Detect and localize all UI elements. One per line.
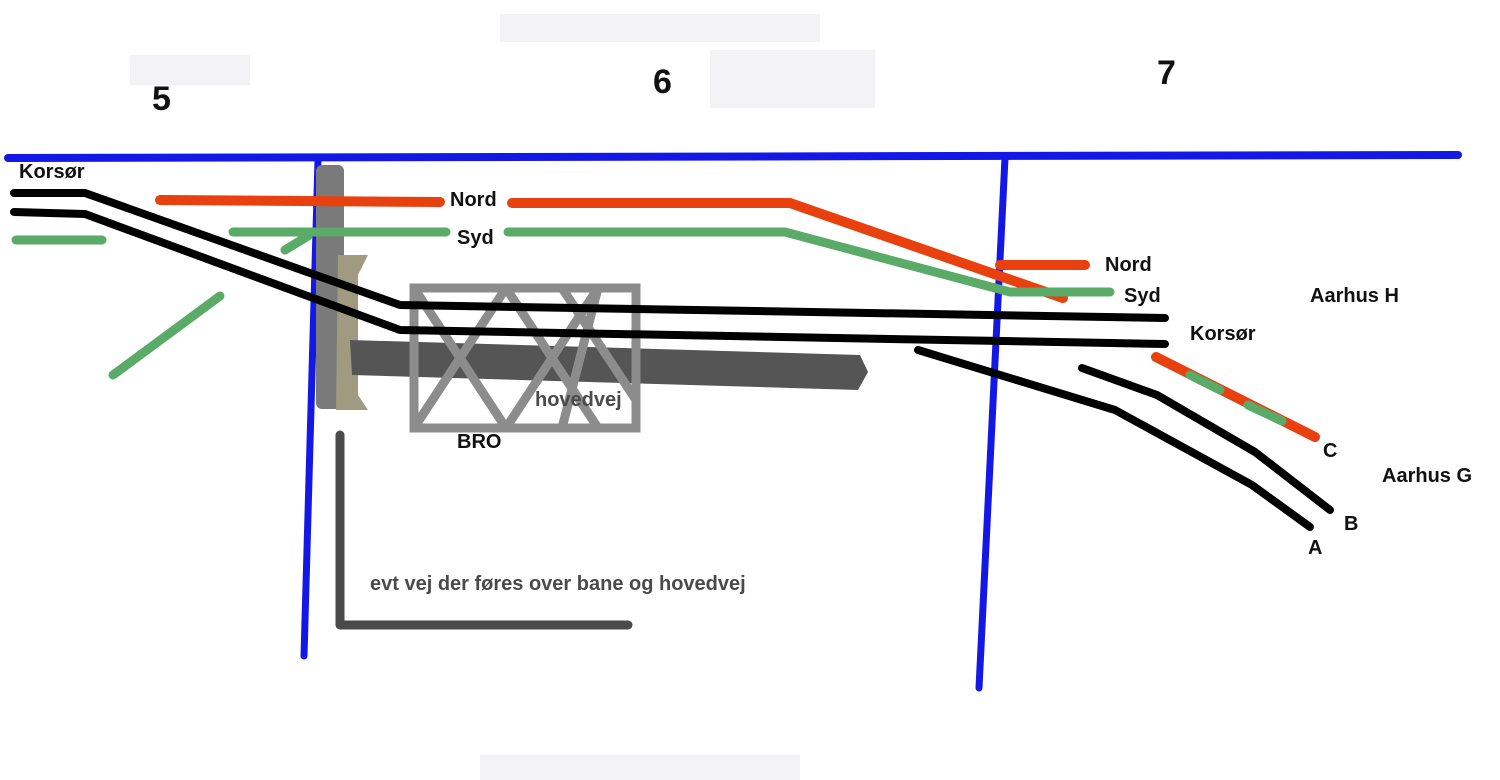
label-bro: BRO [457,431,501,453]
label-track-c: C [1323,440,1337,462]
label-korsor-right: Korsør [1190,323,1256,345]
label-aarhus-g: Aarhus G [1382,465,1472,487]
nord-line [155,195,1320,442]
label-track-b: B [1344,513,1358,535]
label-aarhus-h: Aarhus H [1310,285,1399,307]
label-note: evt vej der føres over bane og hovedvej [370,573,746,595]
zone-6-label: 6 [653,63,672,101]
background-smudges [130,14,875,780]
rail-tracks [10,189,1334,531]
boundary-lines [4,151,1462,692]
column-pillar [336,255,368,410]
boundary-left-line [300,156,322,660]
label-nord-top: Nord [450,189,497,211]
label-hovedvej: hovedvej [535,389,622,411]
track-a [914,346,1314,531]
syd-line [11,227,1287,426]
planned-road-line [335,430,633,630]
left-column [316,165,368,410]
label-track-a: A [1308,537,1322,559]
label-korsor-left: Korsør [19,161,85,183]
label-syd-right: Syd [1124,285,1161,307]
label-syd-top: Syd [457,227,494,249]
boundary-right-line [975,154,1009,692]
track-upper [10,189,1169,322]
label-nord-right: Nord [1105,254,1152,276]
track-b [1078,364,1334,514]
track-lower [10,208,1169,348]
zone-7-label: 7 [1157,54,1176,92]
zone-5-label: 5 [152,80,171,118]
boundary-top-line [4,151,1462,162]
